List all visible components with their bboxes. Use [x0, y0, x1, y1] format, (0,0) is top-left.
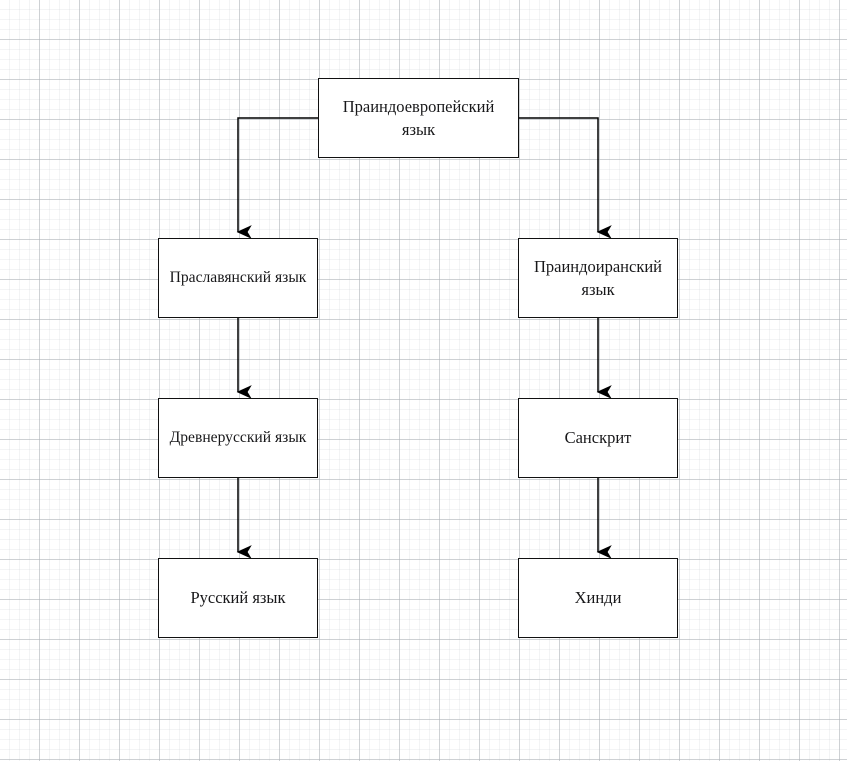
- node-label: Древнерусский язык: [169, 428, 307, 446]
- edge-pie-to-proto-iran: [519, 117, 612, 239]
- node-old-russian[interactable]: Древнерусский язык: [158, 398, 318, 478]
- node-sanskrit[interactable]: Санскрит: [518, 398, 678, 478]
- node-label: Русский язык: [190, 588, 286, 608]
- node-proto-indo-iranian[interactable]: Праиндоиранский язык: [518, 238, 678, 318]
- node-proto-indo-european[interactable]: Праиндоевропейский язык: [318, 78, 519, 158]
- node-label: Праславянский язык: [169, 268, 307, 286]
- node-russian[interactable]: Русский язык: [158, 558, 318, 638]
- node-label: Санскрит: [564, 428, 632, 448]
- node-proto-slavic[interactable]: Праславянский язык: [158, 238, 318, 318]
- node-label: Праиндоиранский язык: [533, 256, 663, 299]
- node-label: Праиндоевропейский язык: [342, 96, 495, 139]
- edge-pie-to-proto-slav: [236, 117, 318, 239]
- node-label: Хинди: [574, 588, 622, 608]
- node-hindi[interactable]: Хинди: [518, 558, 678, 638]
